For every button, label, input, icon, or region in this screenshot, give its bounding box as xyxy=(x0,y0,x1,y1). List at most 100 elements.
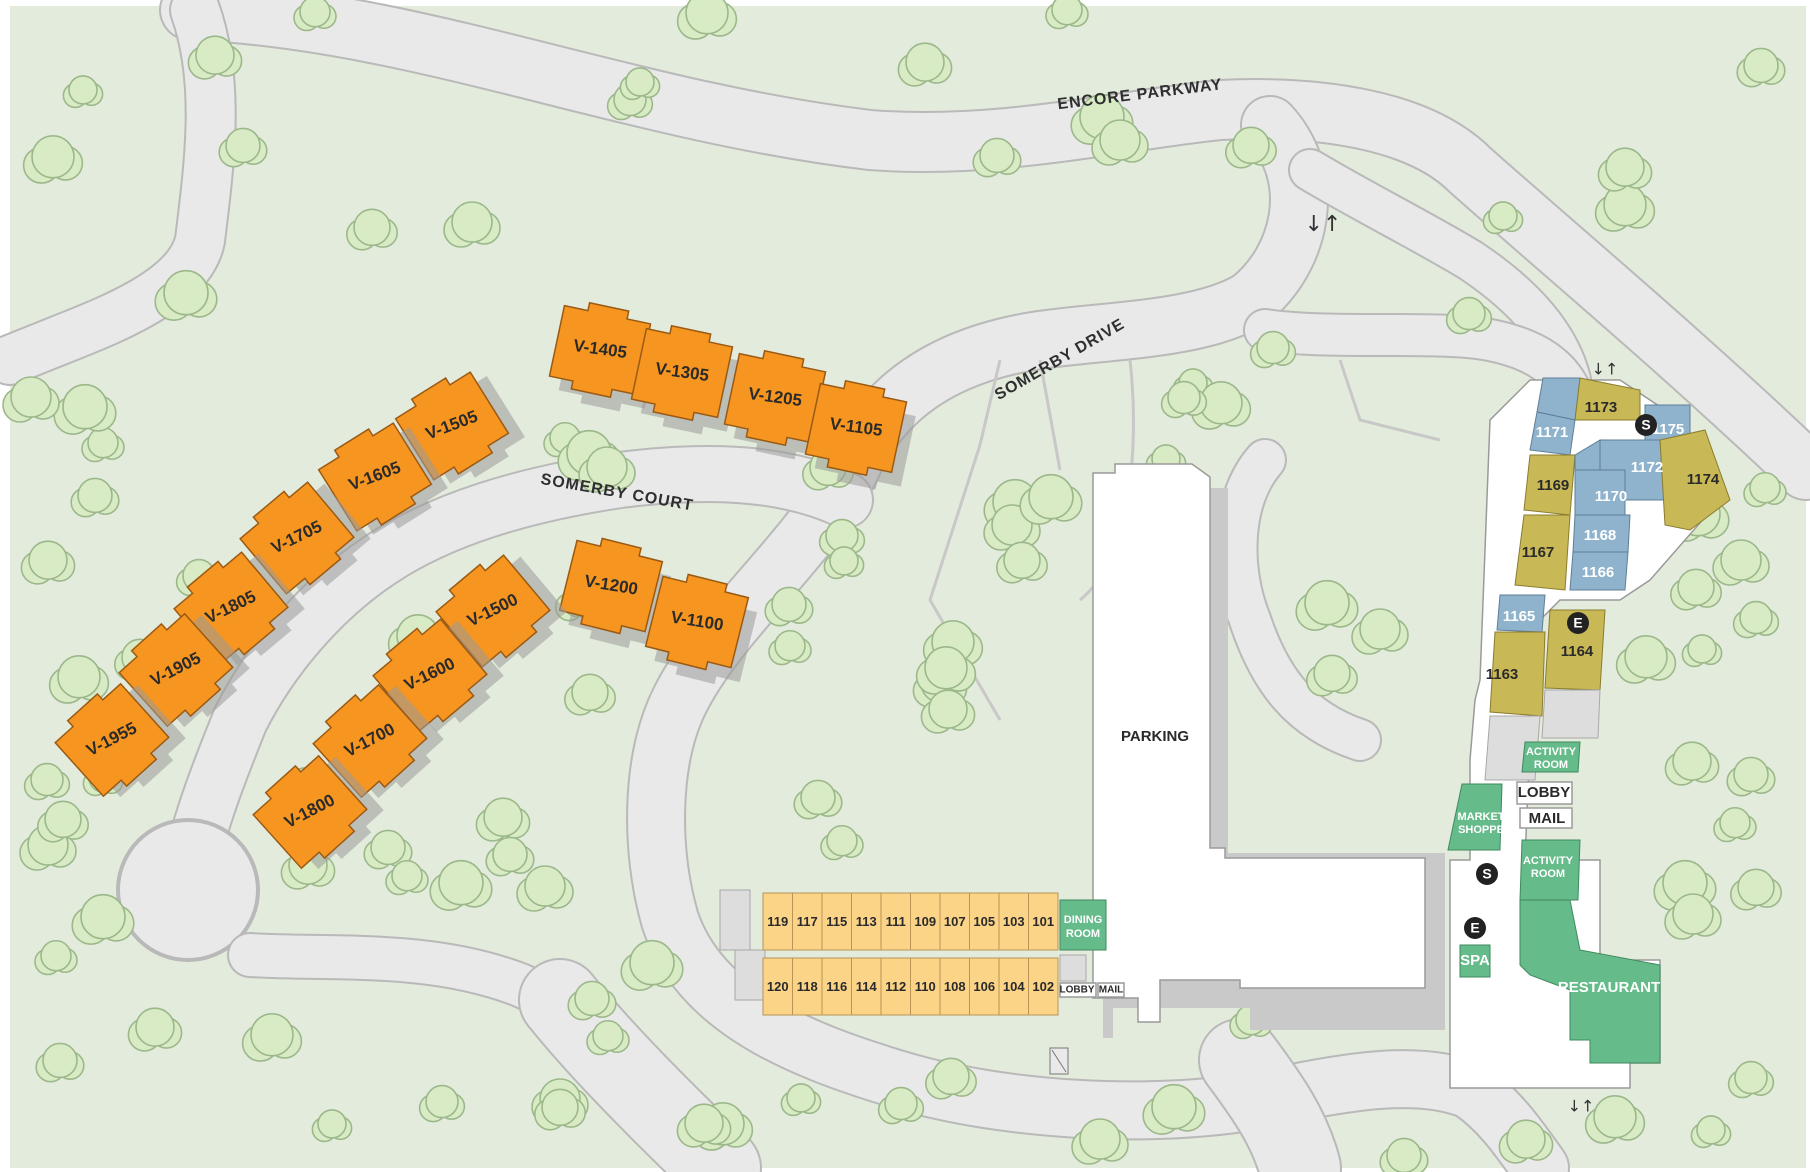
unit-105-label: 105 xyxy=(973,914,995,929)
unit-1166[interactable] xyxy=(1569,551,1629,591)
east-mail[interactable] xyxy=(1519,807,1573,829)
unit-120[interactable] xyxy=(762,957,793,1016)
villa-v-1705[interactable]: V-1705 xyxy=(235,468,376,609)
unit-103[interactable] xyxy=(998,892,1029,951)
unit-102[interactable] xyxy=(1028,957,1059,1016)
stairs-icon: S xyxy=(1476,863,1498,885)
parking-label: PARKING xyxy=(1121,728,1189,745)
villa-v-1200[interactable]: V-1200 xyxy=(555,533,676,654)
unit-1163[interactable] xyxy=(1489,631,1546,717)
spa[interactable] xyxy=(1459,944,1491,978)
market-shoppe[interactable] xyxy=(1447,783,1503,851)
tree-icon xyxy=(823,546,865,580)
villa-v-1800[interactable]: V-1800 xyxy=(248,742,389,883)
villa-v-1305[interactable]: V-1305 xyxy=(627,321,746,440)
unit-115[interactable] xyxy=(821,892,852,951)
tree-icon xyxy=(1305,654,1359,697)
unit-120-label: 120 xyxy=(767,979,789,994)
east-lobby[interactable] xyxy=(1516,781,1573,805)
east-mail-label: MAIL xyxy=(1529,810,1566,827)
unit-1173-label: 1173 xyxy=(1585,399,1618,416)
unit-111-label: 111 xyxy=(886,914,906,929)
tree-icon xyxy=(764,586,814,627)
tree-icon xyxy=(567,980,617,1021)
unit-107[interactable] xyxy=(939,892,970,951)
tree-icon xyxy=(897,42,953,87)
unit-112[interactable] xyxy=(880,957,911,1016)
unit-1170-label: 1170 xyxy=(1595,488,1628,505)
market-shoppe-label-2: SHOPPE xyxy=(1458,824,1504,836)
tree-icon xyxy=(154,269,218,321)
unit-116[interactable] xyxy=(821,957,852,1016)
tree-icon xyxy=(676,0,738,40)
unit-109[interactable] xyxy=(910,892,941,951)
unit-108[interactable] xyxy=(939,957,970,1016)
tree-icon xyxy=(1142,1083,1206,1136)
tree-icon xyxy=(1190,381,1252,430)
villa-v-1105[interactable]: V-1105 xyxy=(801,376,920,495)
tree-icon xyxy=(187,35,243,80)
east-service-1 xyxy=(1541,689,1601,739)
tree-icon xyxy=(2,376,60,423)
unit-101[interactable] xyxy=(1028,892,1059,951)
tree-icon xyxy=(1713,806,1757,843)
tree-icon xyxy=(1160,380,1208,419)
tree-icon xyxy=(995,541,1049,584)
villa-v-1605[interactable]: V-1605 xyxy=(314,410,452,548)
unit-107-label: 107 xyxy=(944,914,966,929)
unit-119[interactable] xyxy=(762,892,793,951)
tree-icon xyxy=(1690,1115,1732,1149)
unit-119-label: 119 xyxy=(767,914,788,929)
tree-icon xyxy=(475,797,531,842)
unit-110[interactable] xyxy=(910,957,941,1016)
tree-icon xyxy=(1729,868,1783,911)
villa-v-1205[interactable]: V-1205 xyxy=(720,346,839,465)
south-mail-label: MAIL xyxy=(1099,985,1123,996)
tree-icon xyxy=(20,540,76,585)
elevator-icon: E xyxy=(1464,917,1486,939)
tree-icon xyxy=(1736,47,1786,88)
unit-1174-label: 1174 xyxy=(1687,471,1720,488)
stairs-icon-letter: S xyxy=(1641,417,1650,433)
unit-108-label: 108 xyxy=(944,979,966,994)
villa-v-1100[interactable]: V-1100 xyxy=(641,569,762,690)
villa-v-1805[interactable]: V-1805 xyxy=(169,538,310,679)
tree-icon xyxy=(218,127,268,168)
unit-1174[interactable] xyxy=(1659,429,1731,531)
tree-icon xyxy=(877,1086,925,1125)
unit-1172-label: 1172 xyxy=(1631,459,1664,476)
tree-icon xyxy=(915,646,977,695)
tree-icon xyxy=(48,655,110,704)
tree-icon xyxy=(62,75,104,109)
unit-115-label: 115 xyxy=(826,914,847,929)
cul-de-sac xyxy=(120,822,256,958)
unit-1167-label: 1167 xyxy=(1522,544,1555,561)
tree-icon xyxy=(71,893,135,945)
tree-icon xyxy=(768,629,812,666)
restaurant[interactable] xyxy=(1519,899,1661,1064)
tree-icon xyxy=(346,208,398,251)
villas: V-1405V-1305V-1205V-1105V-1505V-1605V-17… xyxy=(50,301,920,883)
unit-106[interactable] xyxy=(969,957,1000,1016)
tree-icon xyxy=(516,865,574,912)
activity-room-1[interactable] xyxy=(1521,741,1581,773)
south-mail[interactable] xyxy=(1097,982,1125,998)
south-lobby[interactable] xyxy=(1059,982,1097,998)
activity-room-2[interactable] xyxy=(1519,839,1581,901)
elevator-icon-letter: E xyxy=(1470,920,1479,936)
dining-room[interactable] xyxy=(1059,899,1107,951)
tree-icon xyxy=(1045,0,1089,30)
tree-icon xyxy=(485,836,535,877)
unit-1167[interactable] xyxy=(1514,514,1571,591)
tree-icon xyxy=(363,829,413,870)
tree-icon xyxy=(818,518,866,557)
unit-109-label: 109 xyxy=(914,914,936,929)
unit-117[interactable] xyxy=(792,892,823,951)
villa-v-1500[interactable]: V-1500 xyxy=(431,541,572,682)
villa-v-1955[interactable]: V-1955 xyxy=(50,670,191,811)
tree-icon xyxy=(1743,471,1787,508)
tree-icon xyxy=(127,1007,183,1052)
tree-icon xyxy=(70,477,120,518)
